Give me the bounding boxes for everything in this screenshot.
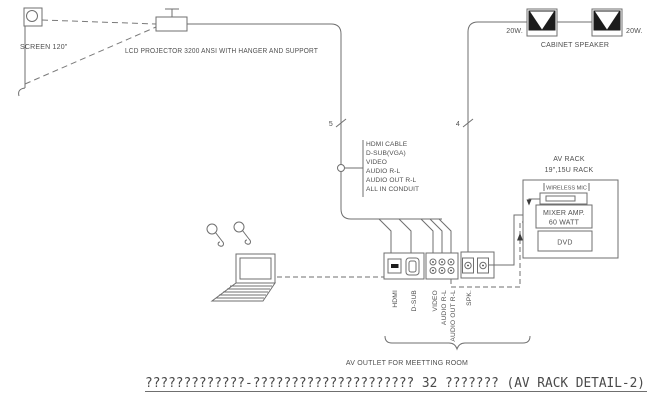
count-5: 5 [329,121,333,128]
count-4: 4 [456,121,460,128]
screen-icon [18,7,43,97]
projection-line-bottom [24,26,157,85]
speaker-left-watt: 20W. [506,28,523,35]
drawing-title: ?????????????-????????????????????? 32 ?… [145,376,645,391]
speaker-right-icon [591,8,623,37]
outlet-label-spk: SPK. [466,290,473,306]
cabinet-speaker-label: CABINET SPEAKER [541,42,609,49]
cable-spec-line: HDMI CABLE [366,141,408,148]
projector-icon [155,8,188,32]
cable-spec-line: ALL IN CONDUIT [366,186,419,193]
outlet-plate-audio-video [425,252,459,280]
cable-spec-list: HDMI CABLE D-SUB(VGA) VIDEO AUDIO R-L AU… [366,141,419,193]
screen-label: SCREEN 120" [20,44,68,51]
laptop-icon [210,253,276,302]
tick-4 [462,118,474,128]
branch-video [420,218,434,253]
callout-node [337,164,345,172]
tick-5 [335,118,347,128]
speaker-right-watt: 20W. [626,28,643,35]
cable-spec-line: AUDIO OUT R-L [366,177,417,184]
projection-line-top [41,19,157,25]
rack-enclosure: WIRELESS MIC MIXER AMP. 60 WATT DVD [522,179,619,259]
mixer-amp-label: MIXER AMP. [543,210,585,217]
dvd-label: DVD [557,240,572,247]
outlet-label-audio: AUDIO R-L [441,290,448,325]
wireless-mic-label: WIRELESS MIC [546,186,587,192]
cable-spec-line: AUDIO R-L [366,168,400,175]
cable-spec-line: D-SUB(VGA) [366,150,406,157]
rack-title: AV RACK [553,156,585,163]
speaker-left-icon [526,8,558,37]
projector-label: LCD PROJECTOR 3200 ANSI WITH HANGER AND … [125,48,318,55]
branch-hdmi [378,218,392,253]
microphone-icon [206,223,224,247]
brace [384,335,531,351]
outlet-caption: AV OUTLET FOR MEETTING ROOM [346,360,468,367]
dvd-unit [537,230,593,252]
mixer-watt-label: 60 WATT [549,220,580,227]
outlet-label-hdmi: HDMI [392,290,399,308]
rca-jacks [429,258,455,274]
mixer-amp-unit [535,204,593,229]
conduit-run-left [187,23,442,220]
arrow-up-icon [517,233,523,241]
conduit-run-right [467,21,527,252]
microphone-icon [233,221,251,245]
arrow-down-icon [526,199,532,206]
branch-audio [429,218,443,253]
outlet-labels: HDMI D-SUB VIDEO AUDIO R-L AUDIO OUT R-L… [392,290,473,342]
outlet-label-video: VIDEO [432,290,439,312]
cable-spec-line: VIDEO [366,159,387,166]
branch-audio-out [438,218,452,253]
outlet-label-audio-out: AUDIO OUT R-L [450,290,457,342]
rack-subtitle: 19",15U RACK [545,167,594,174]
branch-dsub [398,218,412,253]
callout-leader [344,140,364,197]
outlet-plate-hdmi-dsub [383,252,425,280]
outlet-label-dsub: D-SUB [411,290,418,312]
